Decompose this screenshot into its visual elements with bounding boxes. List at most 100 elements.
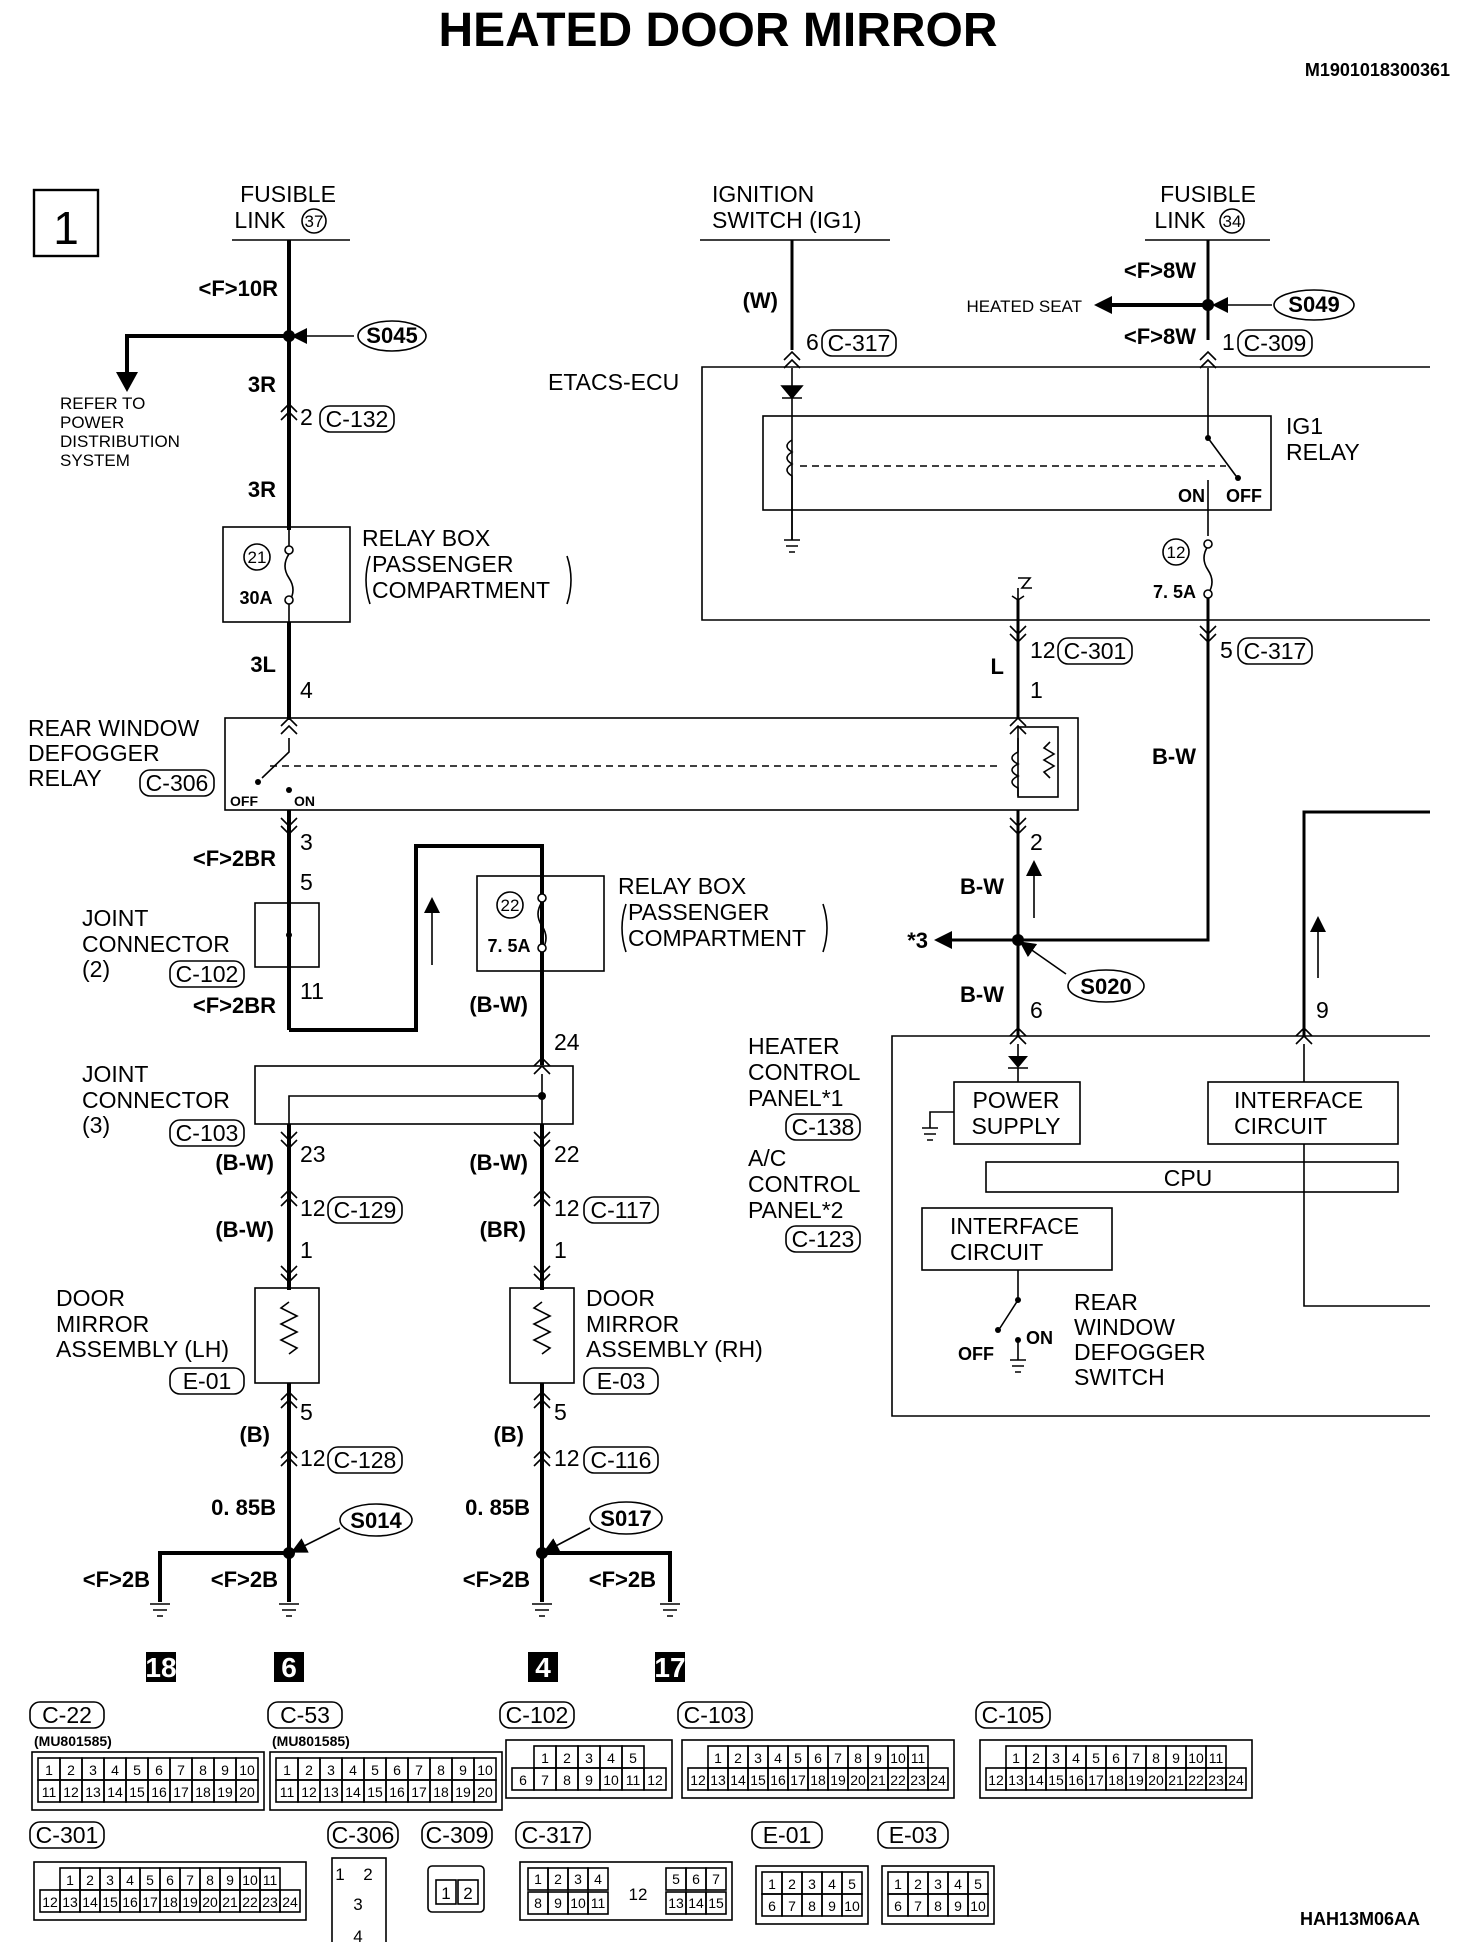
connector-pin-number: 14 <box>82 1894 98 1910</box>
fuse-21-symbol <box>284 527 294 622</box>
connector-view-c301-tag <box>29 1821 105 1849</box>
connector-pin-number: 10 <box>570 1895 586 1911</box>
connector-view-c102-frame <box>505 1739 673 1799</box>
fuse-12-bottom <box>1203 589 1213 599</box>
connector-pin-number: 7 <box>788 1898 796 1914</box>
connector-c317b: C-317 <box>1244 638 1307 664</box>
pin-panel-9: 9 <box>1316 997 1329 1023</box>
panel-diode-icon <box>1008 1056 1028 1068</box>
splice-s049 <box>1273 289 1355 321</box>
defog-switch-on <box>1015 1337 1021 1343</box>
defogger-relay-label-3: RELAY <box>28 765 102 791</box>
ig1-relay-off-contact <box>1235 475 1241 481</box>
pin-c116: 12 <box>554 1445 580 1471</box>
connector-pin-number: 6 <box>768 1898 776 1914</box>
heater-panel-label: HEATER <box>748 1033 840 1059</box>
connector-c309a-box <box>1237 329 1313 357</box>
connector-pin-number: 20 <box>850 1772 866 1788</box>
pin-relay-3: 3 <box>300 829 313 855</box>
fuse-21-bottom <box>284 595 294 605</box>
connector-view-c103-name: C-103 <box>684 1702 747 1728</box>
connector-pin-number: 4 <box>774 1750 782 1766</box>
connector-pin-number: 12 <box>988 1772 1004 1788</box>
ground-6-badge <box>274 1652 304 1682</box>
splice-s045-label: S045 <box>366 323 417 348</box>
wire-joint2-fuse22 <box>289 844 544 1045</box>
connector-pin-number: 6 <box>393 1762 401 1778</box>
connector-pin-number: 2 <box>86 1872 94 1888</box>
ignition-switch-label-2: SWITCH (IG1) <box>712 207 862 233</box>
defog-switch-label-2: WINDOW <box>1074 1314 1175 1340</box>
page-number-box <box>32 188 100 258</box>
heater-control-panel-box <box>891 1035 1430 1417</box>
connector-pin-number: 15 <box>750 1772 766 1788</box>
wire-fuse12-s020 <box>1018 598 1210 942</box>
connector-c306-box <box>139 769 215 797</box>
fusible-link-37-number: 37 <box>305 212 324 231</box>
relay-box-a-paren <box>365 555 572 605</box>
connector-pin-number: 14 <box>730 1772 746 1788</box>
connector-view-c105-tag <box>975 1701 1051 1729</box>
connector-pin-number: 3 <box>574 1871 582 1887</box>
joint2-label-2: CONNECTOR <box>82 931 230 957</box>
connector-pin-number: 4 <box>111 1762 119 1778</box>
connector-pin-number: 16 <box>151 1784 167 1800</box>
connector-pin-number: 4 <box>1072 1750 1080 1766</box>
ig1-relay-label-2: RELAY <box>1286 439 1360 465</box>
connector-pin-number: 2 <box>463 1884 472 1903</box>
interface-a-label: INTERFACE <box>1234 1087 1363 1113</box>
ig1-relay-switch <box>1199 350 1237 477</box>
ac-panel-label: A/C <box>748 1145 786 1171</box>
connector-pin-number: 12 <box>42 1894 58 1910</box>
heated-seat-arrow-icon <box>1094 296 1112 314</box>
wire-label-bw-g: B-W <box>960 982 1004 1007</box>
connector-e01: E-01 <box>183 1368 232 1394</box>
pin-relay-1: 1 <box>1030 677 1043 703</box>
connector-c117: C-117 <box>591 1197 652 1223</box>
pin-c309-1: 1 <box>1222 329 1235 355</box>
joint3-dot <box>538 1092 546 1100</box>
connector-pin-number: 11 <box>1209 1750 1224 1766</box>
wire-label-085b-b: 0. 85B <box>465 1495 530 1520</box>
cpu-box <box>985 1161 1399 1193</box>
fuse-22-bottom <box>537 943 547 953</box>
connector-pin-number: 10 <box>970 1898 986 1914</box>
cpu-label: CPU <box>1164 1165 1213 1191</box>
connector-pin-number: 1 <box>45 1762 53 1778</box>
mirror-rh-label-3: ASSEMBLY (RH) <box>586 1336 763 1362</box>
wire-label-3r-b: 3R <box>248 477 276 502</box>
connector-c317a-box <box>821 329 897 357</box>
panel-diode-bar <box>1008 1067 1028 1082</box>
pin-joint2-5: 5 <box>300 869 313 895</box>
relay-box-fuse-21 <box>222 526 351 623</box>
joint3-internal <box>288 1074 543 1124</box>
connector-view-e01-tag <box>751 1821 823 1849</box>
connector-pin-number: 15 <box>129 1784 145 1800</box>
connector-e03: E-03 <box>597 1368 646 1394</box>
relay-pin1-mark <box>1009 716 1027 735</box>
connector-pin-number: 19 <box>830 1772 846 1788</box>
wire-label-f2b-a: <F>2B <box>83 1567 150 1592</box>
joint3-label-3: (3) <box>82 1112 110 1138</box>
ground-18: 18 <box>145 1652 176 1683</box>
ground-4: 4 <box>535 1652 551 1683</box>
wire-label-f8w-b: <F>8W <box>1124 324 1196 349</box>
wire-label-b-b: (B) <box>493 1422 524 1447</box>
connector-view-c22-part: (MU801585) <box>34 1733 112 1749</box>
pin-joint2-11: 11 <box>300 978 324 1004</box>
c301-pin12-mark <box>1009 625 1027 644</box>
connector-pin-number: 3 <box>808 1876 816 1892</box>
connector-c128: C-128 <box>334 1447 397 1473</box>
pin-c129: 12 <box>300 1195 326 1221</box>
wire-label-br: (BR) <box>480 1217 526 1242</box>
connector-view-e01-name: E-01 <box>763 1822 812 1848</box>
defogger-relay-label-2: DEFOGGER <box>28 740 160 766</box>
connector-pin-number: 7 <box>1132 1750 1140 1766</box>
lh-pin23-mark <box>280 1131 298 1150</box>
connector-pin-number: 17 <box>142 1894 158 1910</box>
fuse-21-amp: 30A <box>239 588 272 608</box>
connector-pin-number: 12 <box>63 1784 79 1800</box>
connector-pin-number: 16 <box>122 1894 138 1910</box>
connector-view-e03-name: E-03 <box>889 1822 938 1848</box>
fusible-link-34-label: FUSIBLE <box>1160 181 1256 207</box>
